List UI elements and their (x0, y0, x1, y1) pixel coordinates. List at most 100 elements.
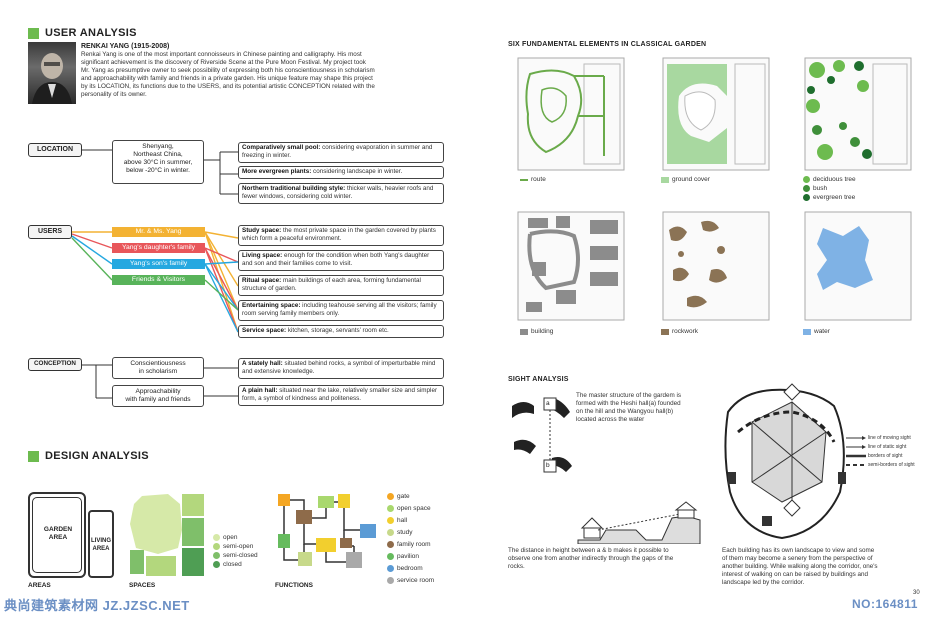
garden-area-label: GARDEN AREA (43, 526, 73, 541)
legend-text: pavilion (397, 553, 420, 560)
legend-text: building (531, 328, 554, 335)
sight-line: another building. While walking along th… (722, 563, 878, 570)
living-area-label: LIVING AREA (90, 538, 111, 552)
legend-swatch (387, 553, 394, 560)
conception-line: Conscientiousness (130, 360, 186, 367)
sight-plan (724, 383, 846, 540)
conception-center: Approachability with family and friends (112, 385, 204, 407)
conception-item: A plain hall: situated near the lake, re… (238, 385, 444, 406)
users-item: Entertaining space: including teahouse s… (238, 300, 444, 321)
conception-label: CONCEPTION (28, 358, 82, 371)
legend-item: service room (387, 576, 434, 585)
conception-line: Approachability (135, 388, 181, 395)
sight-legend-lines (846, 436, 866, 466)
item-head: Northern traditional building style: (242, 185, 346, 192)
legend-text: ground cover (672, 176, 710, 183)
users-item: Living space: enough for the condition w… (238, 250, 444, 271)
conception-item: A stately hall: situated behind rocks, a… (238, 358, 444, 379)
water-swatch (803, 328, 811, 335)
sight-legend-item: line of moving sight (868, 435, 911, 441)
item-head: Living space: (242, 252, 283, 259)
legend-item: evergreen tree (803, 193, 856, 202)
plan-ground-cover (662, 57, 770, 171)
legend-item: hall (387, 516, 434, 525)
legend-text: water (814, 328, 830, 335)
legend-item: open (213, 533, 258, 542)
item-text: considering evaporation in summer and fr… (242, 144, 433, 159)
legend-text: semi-open (223, 543, 254, 550)
legend-item: bedroom (387, 564, 434, 573)
legend-text: open (223, 534, 238, 541)
legend-water: water (803, 327, 830, 336)
bio-line: Mr. Yang as presumptive owner to seek po… (81, 67, 375, 74)
plan-route (517, 57, 625, 171)
legend-item: study (387, 528, 434, 537)
legend-swatch (213, 561, 220, 568)
item-text: situated behind rocks, a symbol of imper… (242, 360, 436, 375)
legend-item: open space (387, 504, 434, 513)
living-area-box (88, 510, 114, 578)
sight-line: interest of walking on can be raised by … (722, 571, 868, 578)
user-tag-yang: Mr. & Ms. Yang (112, 227, 205, 237)
marker-b: b (546, 462, 550, 469)
item-head: A stately hall: (242, 360, 283, 367)
legend-text: rockwork (672, 328, 699, 335)
green-square-icon (28, 27, 39, 39)
legend-text: gate (397, 493, 410, 500)
item-head: Ritual space: (242, 277, 282, 284)
item-text: the most private space in the garden cov… (242, 227, 436, 242)
legend-swatch (387, 577, 394, 584)
legend-item: family room (387, 540, 434, 549)
legend-swatch (213, 552, 220, 559)
legend-text: family room (397, 541, 431, 548)
legend-swatch (213, 534, 220, 541)
location-line: Northeast China, (133, 151, 183, 158)
garden-area-box (28, 492, 86, 578)
ground-cover-swatch (661, 176, 669, 183)
legend-item: deciduous tree (803, 175, 856, 184)
sight-section (577, 501, 701, 544)
legend-building: building (520, 327, 553, 336)
footer-id: NO:164811 (852, 597, 918, 611)
location-item: Comparatively small pool: considering ev… (238, 142, 444, 163)
sight-legend-item: semi-borders of sight (868, 462, 915, 468)
legend-item: closed (213, 560, 258, 569)
footer-watermark: 典尚建筑素材网 JZ.JZSC.NET (4, 598, 190, 613)
bush-swatch (803, 185, 810, 192)
legend-text: evergreen tree (813, 194, 856, 201)
owner-name: RENKAI YANG (1915-2008) (81, 43, 170, 50)
sight-line: observe one from another indirectly thro… (508, 555, 674, 562)
portrait-figure (32, 53, 72, 104)
legend-swatch (387, 565, 394, 572)
legend-swatch (387, 541, 394, 548)
legend-text: open space (397, 505, 431, 512)
owner-bio: Renkai Yang is one of the most important… (81, 51, 446, 99)
garden-area-inner (32, 497, 82, 573)
sight-text-1: The master structure of the gardem is fo… (576, 392, 712, 424)
legend-text: service room (397, 577, 435, 584)
spaces-legend: open semi-open semi-closed closed (213, 533, 258, 569)
users-item: Service space: kitchen, storage, servant… (238, 325, 444, 338)
legend-route: route (520, 175, 546, 184)
legend-text: route (531, 176, 546, 183)
green-square-icon (28, 450, 39, 462)
legend-text: study (397, 529, 413, 536)
sight-diagram-ab (512, 397, 572, 473)
legend-text: hall (397, 517, 408, 524)
sight-legend-item: borders of sight (868, 453, 903, 459)
item-head: Entertaining space: (242, 302, 301, 309)
spaces-diagram (130, 494, 204, 576)
legend-text: closed (223, 561, 242, 568)
sight-line: rocks. (508, 563, 525, 570)
item-text: situated near the lake, relatively small… (242, 387, 438, 402)
building-swatch (520, 328, 528, 335)
conception-center: Conscientiousness in scholarism (112, 357, 204, 379)
legend-text: bedroom (397, 565, 423, 572)
plan-building (517, 211, 625, 321)
users-label: USERS (28, 225, 72, 239)
location-line: below -20°C in winter. (126, 167, 190, 174)
six-elements-title: SIX FUNDAMENTAL ELEMENTS IN CLASSICAL GA… (508, 41, 707, 48)
legend-swatch (213, 543, 220, 550)
legend-swatch (387, 505, 394, 512)
page-number: 30 (913, 590, 920, 596)
